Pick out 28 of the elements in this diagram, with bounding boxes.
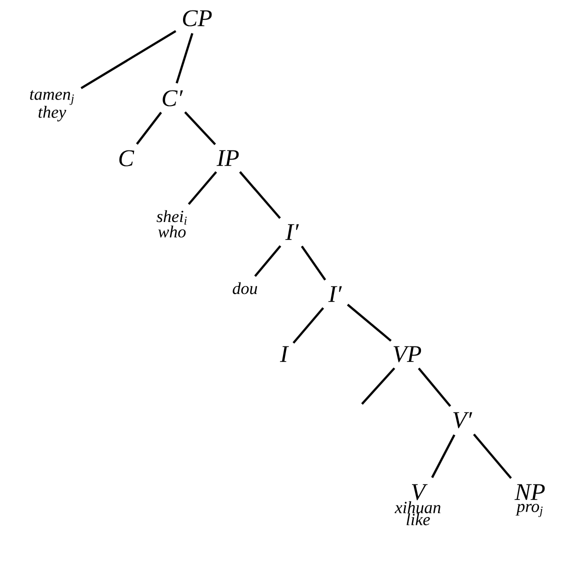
category-label: NP pro$_{j}$ xyxy=(514,484,545,518)
category-label: I′ xyxy=(285,224,299,240)
word-label: shei$_{i}$ who xyxy=(156,210,187,238)
tree-branch xyxy=(346,304,392,342)
category-label: C xyxy=(119,150,134,166)
tree-branch xyxy=(431,434,456,478)
tree-branch xyxy=(292,307,324,344)
category-label: VP xyxy=(394,346,422,362)
tree-branch xyxy=(239,171,281,219)
tree-branch xyxy=(473,434,512,479)
category-label: CP xyxy=(183,10,212,26)
tree-branch xyxy=(418,368,452,407)
category-label: IP xyxy=(216,150,239,166)
tree-branch xyxy=(176,32,194,84)
tree-branch xyxy=(184,111,216,146)
tree-branch xyxy=(188,171,218,205)
word-label: dou xyxy=(232,282,258,294)
tree-branch xyxy=(300,246,326,281)
tree-branch xyxy=(80,30,176,90)
word-label: tamen$_{j}$ they xyxy=(30,90,74,122)
tree-branch xyxy=(361,367,396,405)
category-label: I′ xyxy=(328,286,342,302)
tree-branch xyxy=(136,112,162,145)
category-label: V xihuan like xyxy=(394,484,440,526)
category-label: V′ xyxy=(453,412,472,428)
category-label: C′ xyxy=(162,90,183,106)
category-label: I xyxy=(280,346,289,362)
tree-branch xyxy=(254,245,282,277)
